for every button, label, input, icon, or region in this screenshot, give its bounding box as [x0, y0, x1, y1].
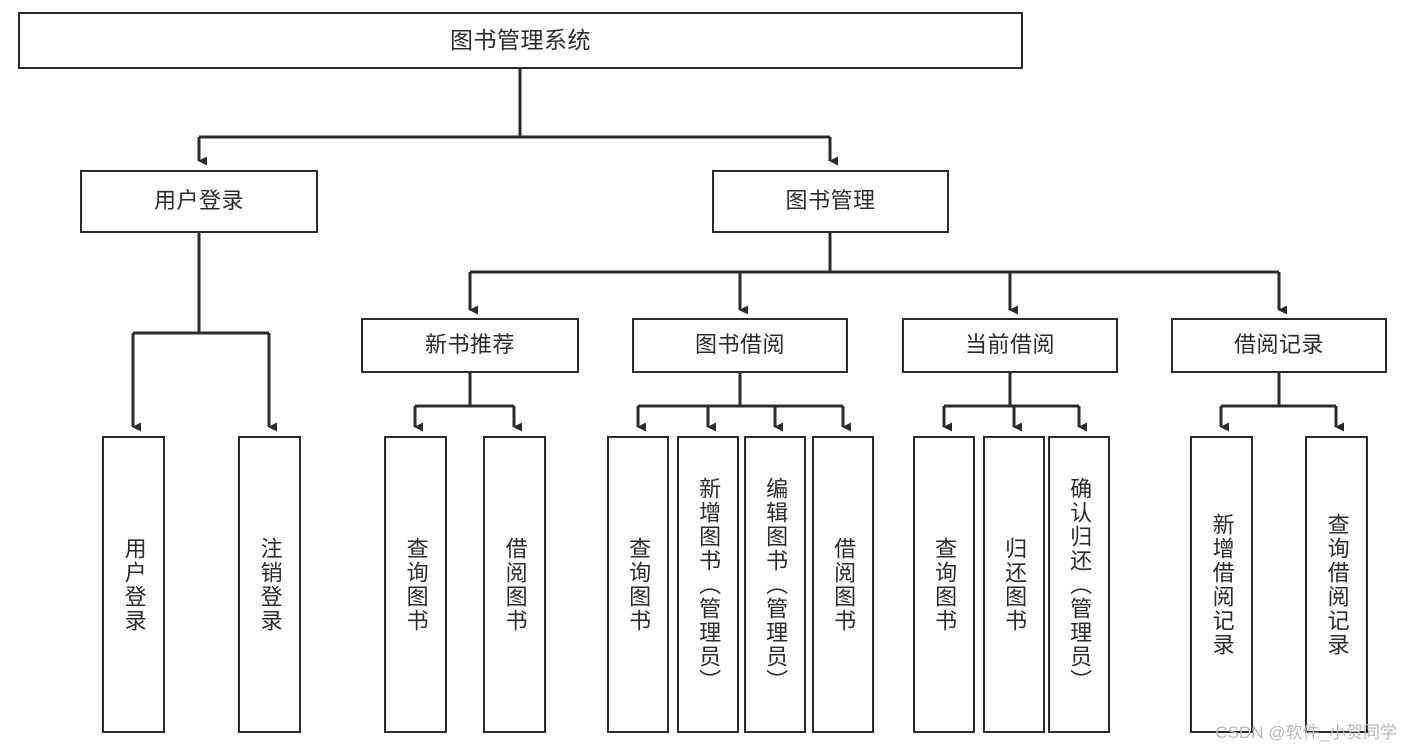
node-book-management[interactable]: 图书管理	[712, 170, 949, 233]
leaf-borrow-book-label: 借阅图书	[831, 536, 857, 633]
node-borrow-record-label: 借阅记录	[1233, 332, 1324, 358]
leaf-query-borrow-record-label: 查询借阅记录	[1324, 512, 1350, 657]
node-user-login[interactable]: 用户登录	[80, 170, 318, 233]
leaf-logout[interactable]: 注销登录	[238, 436, 301, 733]
leaf-borrow-book-newbook[interactable]: 借阅图书	[483, 436, 546, 733]
node-borrow-record[interactable]: 借阅记录	[1171, 318, 1387, 373]
node-new-book-recommend-label: 新书推荐	[424, 332, 515, 358]
node-current-borrow-label: 当前借阅	[964, 332, 1055, 358]
leaf-return-book-label: 归还图书	[1002, 536, 1028, 633]
leaf-query-borrow-record[interactable]: 查询借阅记录	[1305, 436, 1368, 733]
leaf-confirm-return-admin-label: 确认归还（管理员）	[1067, 476, 1093, 693]
leaf-add-borrow-record[interactable]: 新增借阅记录	[1190, 436, 1253, 733]
node-root-label: 图书管理系统	[450, 26, 591, 53]
leaf-user-login-label: 用户登录	[121, 536, 147, 633]
watermark-text: CSDN @软件_小贺同学	[1215, 723, 1397, 742]
leaf-borrow-book-newbook-label: 借阅图书	[502, 536, 528, 633]
leaf-query-book-newbook-label: 查询图书	[403, 536, 429, 633]
leaf-user-login[interactable]: 用户登录	[102, 436, 165, 733]
node-current-borrow[interactable]: 当前借阅	[902, 318, 1118, 373]
leaf-query-book-borrow-label: 查询图书	[626, 536, 652, 633]
node-root[interactable]: 图书管理系统	[18, 12, 1023, 69]
leaf-edit-book-admin[interactable]: 编辑图书（管理员）	[744, 436, 806, 733]
leaf-add-book-admin-label: 新增图书（管理员）	[696, 476, 722, 693]
leaf-confirm-return-admin[interactable]: 确认归还（管理员）	[1048, 436, 1110, 733]
leaf-add-borrow-record-label: 新增借阅记录	[1209, 512, 1235, 657]
node-book-management-label: 图书管理	[785, 188, 876, 214]
leaf-query-book-current-label: 查询图书	[932, 536, 958, 633]
leaf-query-book-current[interactable]: 查询图书	[913, 436, 975, 733]
node-new-book-recommend[interactable]: 新书推荐	[361, 318, 579, 373]
leaf-add-book-admin[interactable]: 新增图书（管理员）	[677, 436, 739, 733]
leaf-return-book[interactable]: 归还图书	[983, 436, 1045, 733]
leaf-edit-book-admin-label: 编辑图书（管理员）	[763, 476, 789, 693]
node-book-borrow-label: 图书借阅	[694, 332, 785, 358]
leaf-query-book-borrow[interactable]: 查询图书	[607, 436, 669, 733]
leaf-query-book-newbook[interactable]: 查询图书	[384, 436, 447, 733]
leaf-borrow-book[interactable]: 借阅图书	[812, 436, 874, 733]
node-user-login-label: 用户登录	[153, 188, 244, 214]
leaf-logout-label: 注销登录	[257, 536, 283, 633]
node-book-borrow[interactable]: 图书借阅	[632, 318, 848, 373]
